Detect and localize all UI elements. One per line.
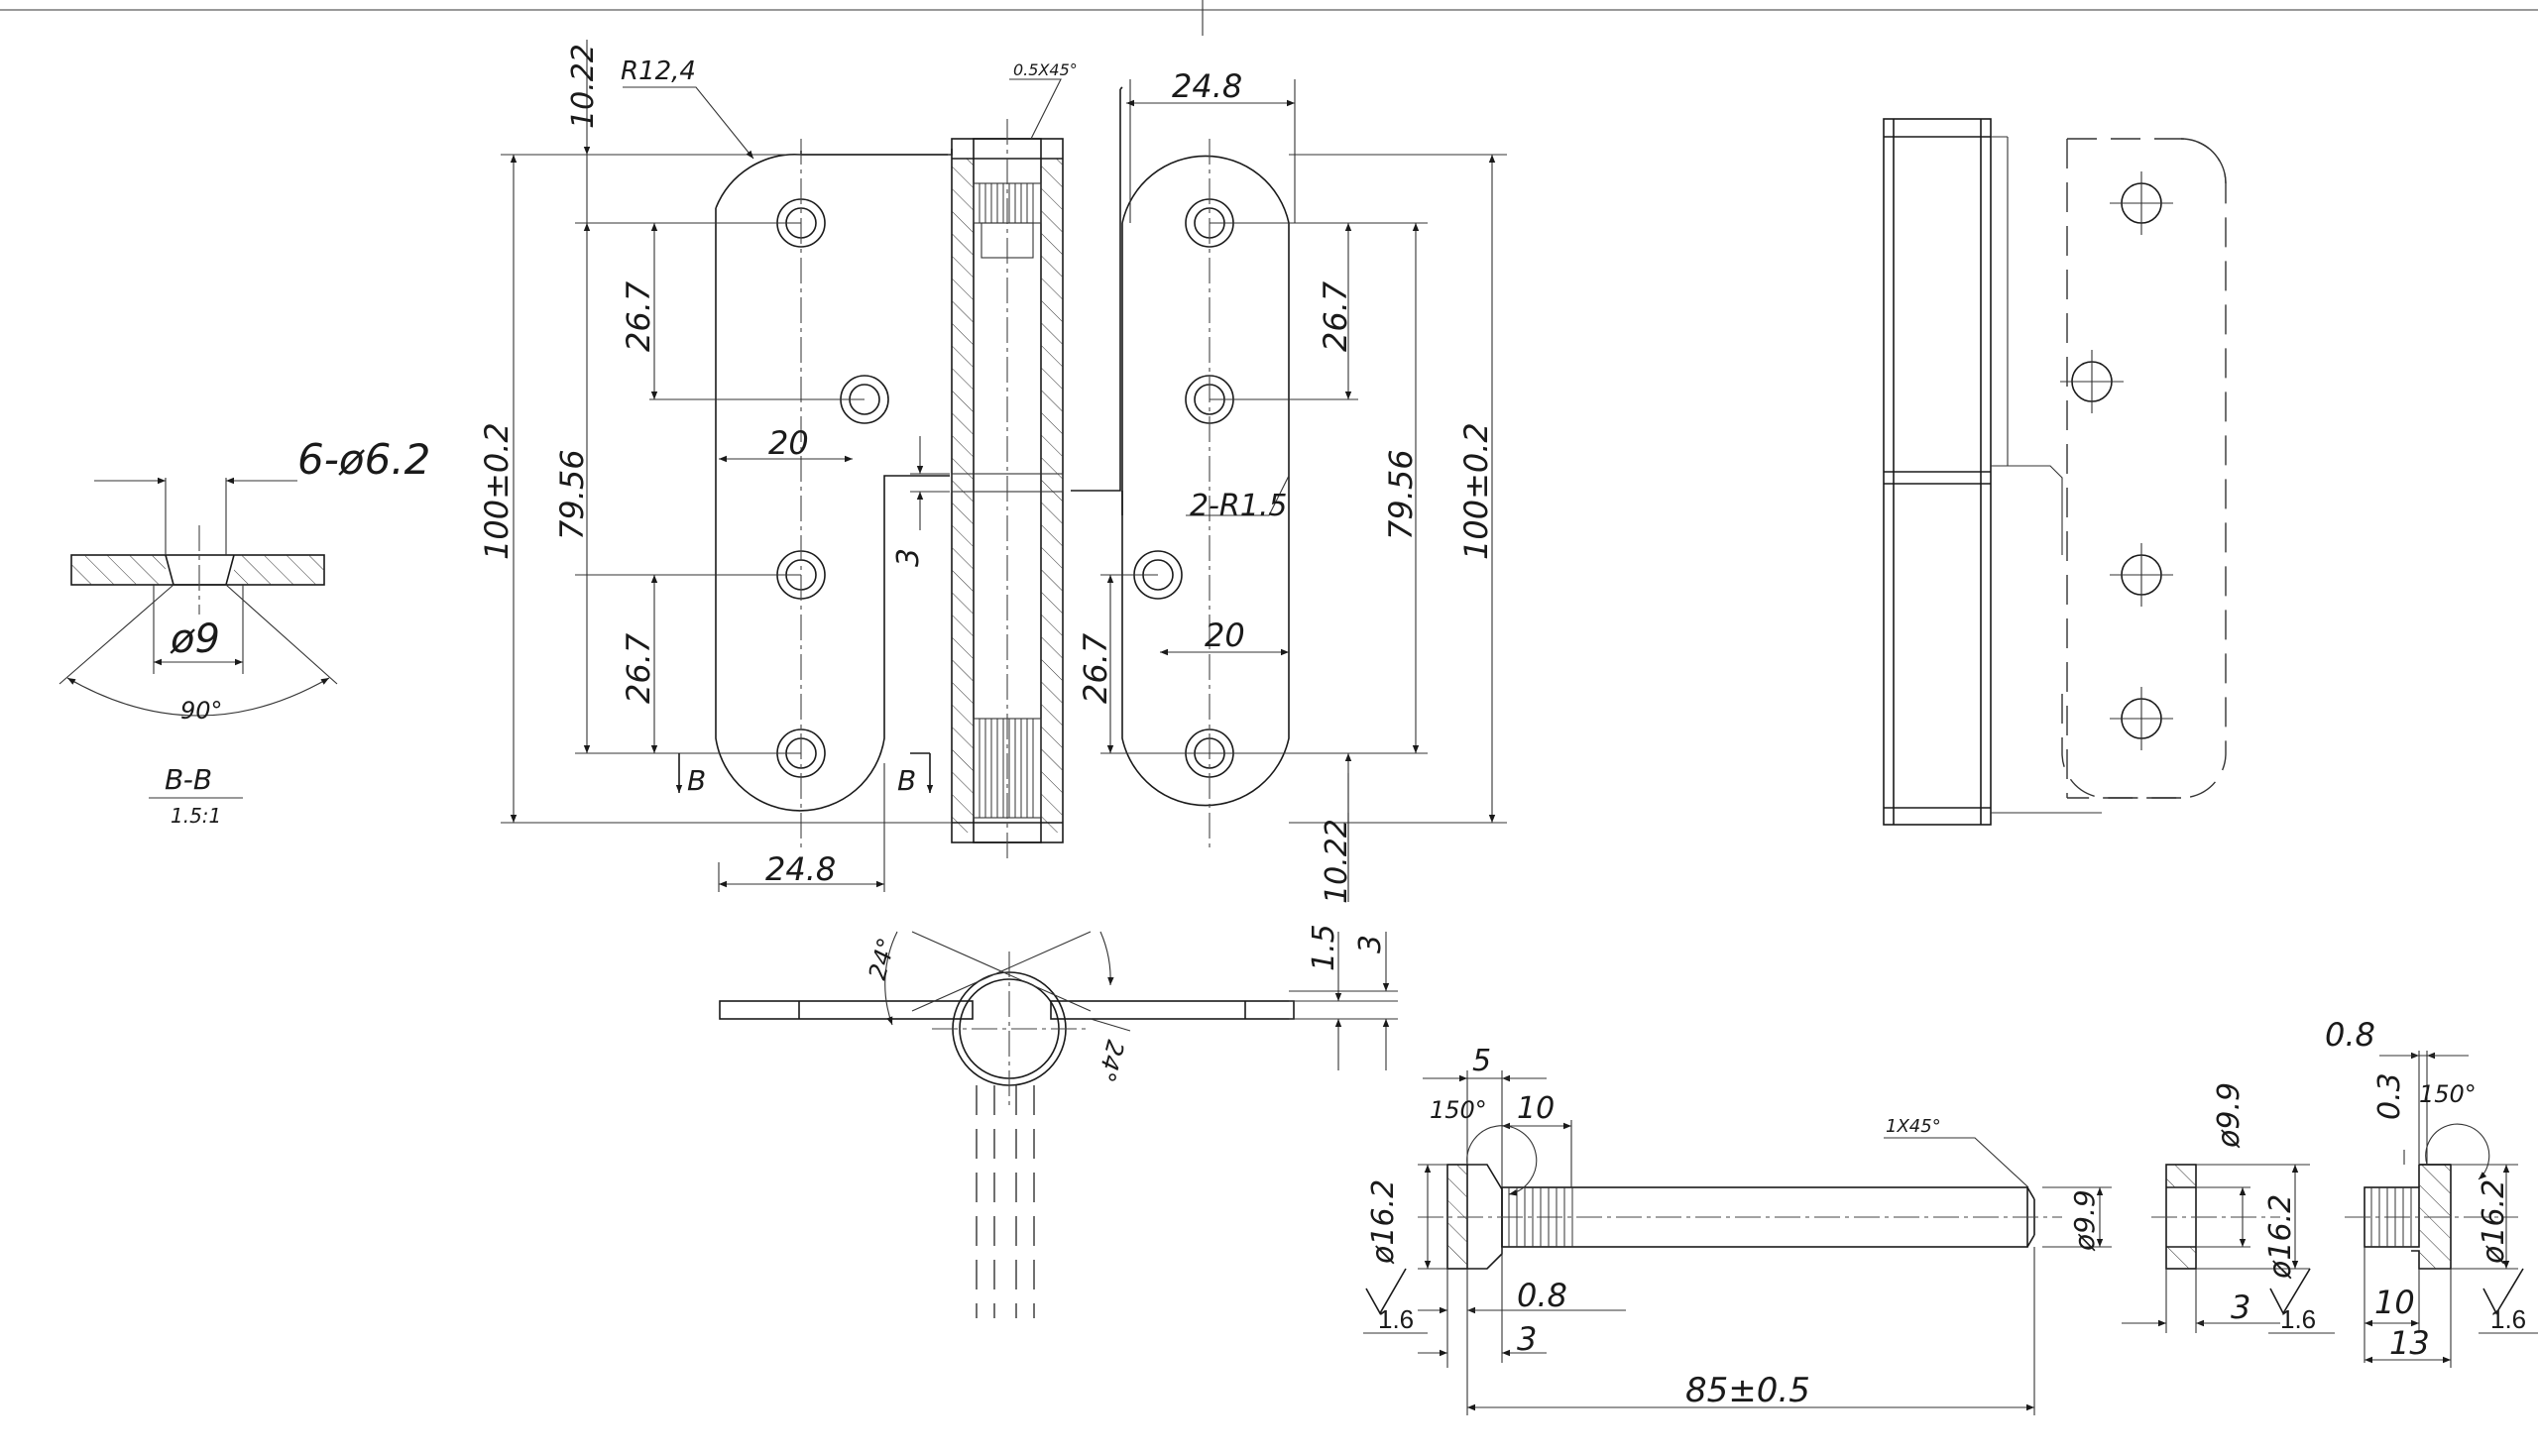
washer-detail [2122,1164,2335,1334]
pin-detail [1363,1070,2112,1415]
hinge-side-view [1883,118,2227,826]
section-mark-right: B [897,764,916,797]
dim-20-left: 20 [768,424,809,462]
pin-angle-150: 150° [1430,1096,1487,1124]
label-2-r1-5: 2-R1.5 [1190,489,1287,523]
dim-10-22-top: 10.22 [566,44,601,129]
angle-24-bottom: 24° [1092,1037,1129,1084]
right-leaf-outline [1071,86,1290,807]
section-title: B-B [165,763,212,796]
cap-roughness: 1.6 [2490,1304,2526,1334]
dim-26-7-bottom-left: 26.7 [620,632,657,704]
mounting-holes [776,139,1234,852]
pin-dim-85: 85±0.5 [1685,1371,1810,1410]
cap-dim-13: 13 [2389,1324,2430,1362]
label-6-holes: 6-ø6.2 [297,435,430,484]
dim-20-right: 20 [1205,616,1245,654]
dim-26-7-top-right: 26.7 [1317,280,1354,352]
pin-dim-0-8: 0.8 [1517,1277,1567,1314]
barrel-section [951,119,1064,862]
hinge-front-view [501,40,1507,902]
section-scale: 1.5:1 [171,804,221,828]
dim-24-8-bottom: 24.8 [765,850,836,888]
dim-24-8-top: 24.8 [1172,67,1242,105]
pin-dia-16-2: ø16.2 [1366,1179,1401,1265]
label-chamfer: 0.5X45° [1013,60,1078,79]
sheet-frame [0,0,2538,36]
label-r12-4: R12,4 [621,56,696,86]
pin-chamfer: 1X45° [1886,1116,1941,1137]
pin-dia-9-9: ø9.9 [2068,1189,2101,1252]
cap-angle-150: 150° [2419,1080,2477,1108]
pin-dim-5: 5 [1472,1044,1491,1078]
section-mark-left: B [687,764,706,797]
dimension-lines [510,40,1496,902]
left-leaf-outline [715,149,953,812]
angle-24-top: 24° [864,935,901,982]
pin-roughness: 1.6 [1378,1304,1414,1334]
washer-dia-16-2: ø16.2 [2263,1194,2298,1280]
dim-3-thickness: 3 [1353,935,1388,953]
dim-1-5: 1.5 [1307,924,1341,971]
dim-100-right: 100±0.2 [1457,422,1495,560]
dimension-labels: 10.22 R12,4 0.5X45° 24.8 26.7 26.7 100±0… [165,44,2526,1410]
cap-dim-0-8: 0.8 [2325,1016,2375,1054]
dim-10-22-bottom: 10.22 [1320,819,1354,904]
cap-detail [2345,1051,2538,1368]
washer-dia-9-9: ø9.9 [2212,1082,2247,1149]
dim-79-56-left: 79.56 [553,449,591,540]
dim-26-7-top-left: 26.7 [620,280,657,352]
dim-26-7-bottom-right: 26.7 [1077,632,1114,704]
section-b-b [58,477,338,799]
hinge-top-view [719,931,1398,1318]
dim-3-gap: 3 [891,548,926,567]
dim-100-left: 100±0.2 [478,422,516,560]
dim-90: 90° [180,697,223,725]
cap-dim-10: 10 [2374,1284,2415,1321]
dim-dia9: ø9 [170,616,220,662]
washer-dim-3: 3 [2231,1288,2250,1326]
dim-79-56-right: 79.56 [1382,449,1420,540]
cap-dia-16-2: ø16.2 [2477,1179,2511,1265]
washer-roughness: 1.6 [2280,1304,2316,1334]
cap-dim-0-3: 0.3 [2372,1072,2407,1120]
pin-dim-10: 10 [1517,1091,1555,1126]
pin-dim-3: 3 [1517,1320,1537,1358]
